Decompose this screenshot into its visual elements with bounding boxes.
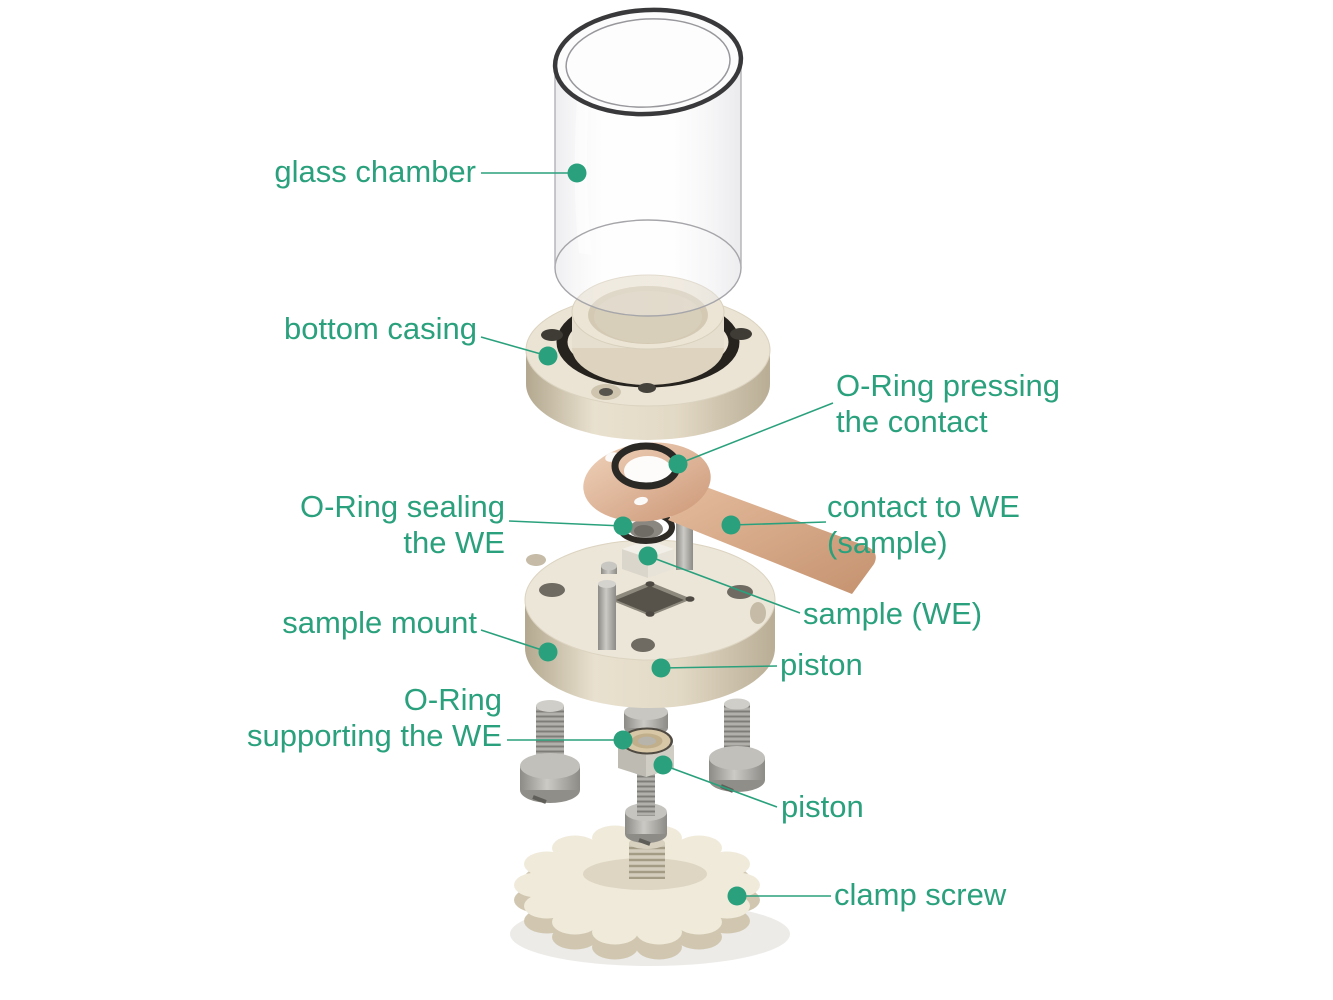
leader-oring-sealing bbox=[508, 520, 624, 527]
leader-sample-we bbox=[647, 555, 801, 614]
label-text: bottom casing bbox=[284, 311, 477, 346]
oring-supporting-part bbox=[621, 727, 673, 755]
sample-mount-part bbox=[524, 539, 776, 708]
label-text: contact to WE bbox=[827, 489, 1020, 524]
label-piston-lower: piston bbox=[781, 789, 864, 825]
threaded-rod bbox=[637, 772, 655, 816]
guide-pin bbox=[598, 580, 616, 650]
nut-slot bbox=[638, 838, 651, 846]
label-clamp-screw: clamp screw bbox=[834, 877, 1006, 913]
leader-piston-upper bbox=[660, 665, 778, 669]
label-text: O-Ring pressing bbox=[836, 368, 1060, 403]
dot-piston-upper bbox=[651, 658, 671, 678]
label-text: (sample) bbox=[827, 525, 948, 560]
small-pin bbox=[601, 561, 617, 574]
dot-oring-sealing bbox=[613, 516, 633, 536]
label-contact-to-we: contact to WE (sample) bbox=[827, 489, 1020, 561]
label-text: O-Ring sealing bbox=[299, 489, 505, 524]
dot-bottom-casing bbox=[538, 346, 558, 366]
leader-bottom-casing bbox=[480, 336, 549, 357]
label-glass-chamber: glass chamber bbox=[274, 154, 476, 190]
dot-piston-lower bbox=[653, 755, 673, 775]
callout-leaders bbox=[480, 163, 834, 906]
label-text: supporting the WE bbox=[246, 718, 502, 753]
glass-chamber-part bbox=[552, 7, 744, 317]
dot-contact-to-we bbox=[721, 515, 741, 535]
dot-sample-we bbox=[638, 546, 658, 566]
square-hole bbox=[605, 581, 695, 617]
label-text: O-Ring bbox=[403, 682, 502, 717]
piston-stack bbox=[618, 700, 674, 846]
left-screw bbox=[520, 700, 580, 804]
leader-oring-pressing bbox=[677, 402, 834, 465]
clamp-screw-part bbox=[510, 825, 790, 966]
right-screw bbox=[709, 698, 765, 793]
label-oring-sealing: O-Ring sealing the WE bbox=[300, 489, 505, 561]
leader-piston-lower bbox=[662, 764, 778, 808]
dot-glass-chamber bbox=[567, 163, 587, 183]
label-text: piston bbox=[781, 789, 864, 824]
label-text: the WE bbox=[403, 525, 505, 560]
dot-clamp-screw bbox=[727, 886, 747, 906]
leader-sample-mount bbox=[480, 629, 549, 653]
dot-oring-supporting bbox=[613, 730, 633, 750]
label-oring-pressing: O-Ring pressing the contact bbox=[836, 368, 1060, 440]
label-text: piston bbox=[780, 647, 863, 682]
label-text: sample mount bbox=[282, 605, 477, 640]
label-text: glass chamber bbox=[274, 154, 476, 189]
dot-oring-pressing bbox=[668, 454, 688, 474]
label-text: clamp screw bbox=[834, 877, 1007, 912]
label-text: the contact bbox=[836, 404, 988, 439]
label-bottom-casing: bottom casing bbox=[284, 311, 477, 347]
label-oring-supporting: O-Ring supporting the WE bbox=[247, 682, 502, 754]
label-text: sample (WE) bbox=[803, 596, 983, 631]
leader-contact-to-we bbox=[730, 521, 827, 526]
dot-sample-mount bbox=[538, 642, 558, 662]
label-sample-mount: sample mount bbox=[282, 605, 477, 641]
label-piston-upper: piston bbox=[780, 647, 863, 683]
label-sample-we: sample (WE) bbox=[803, 596, 982, 632]
